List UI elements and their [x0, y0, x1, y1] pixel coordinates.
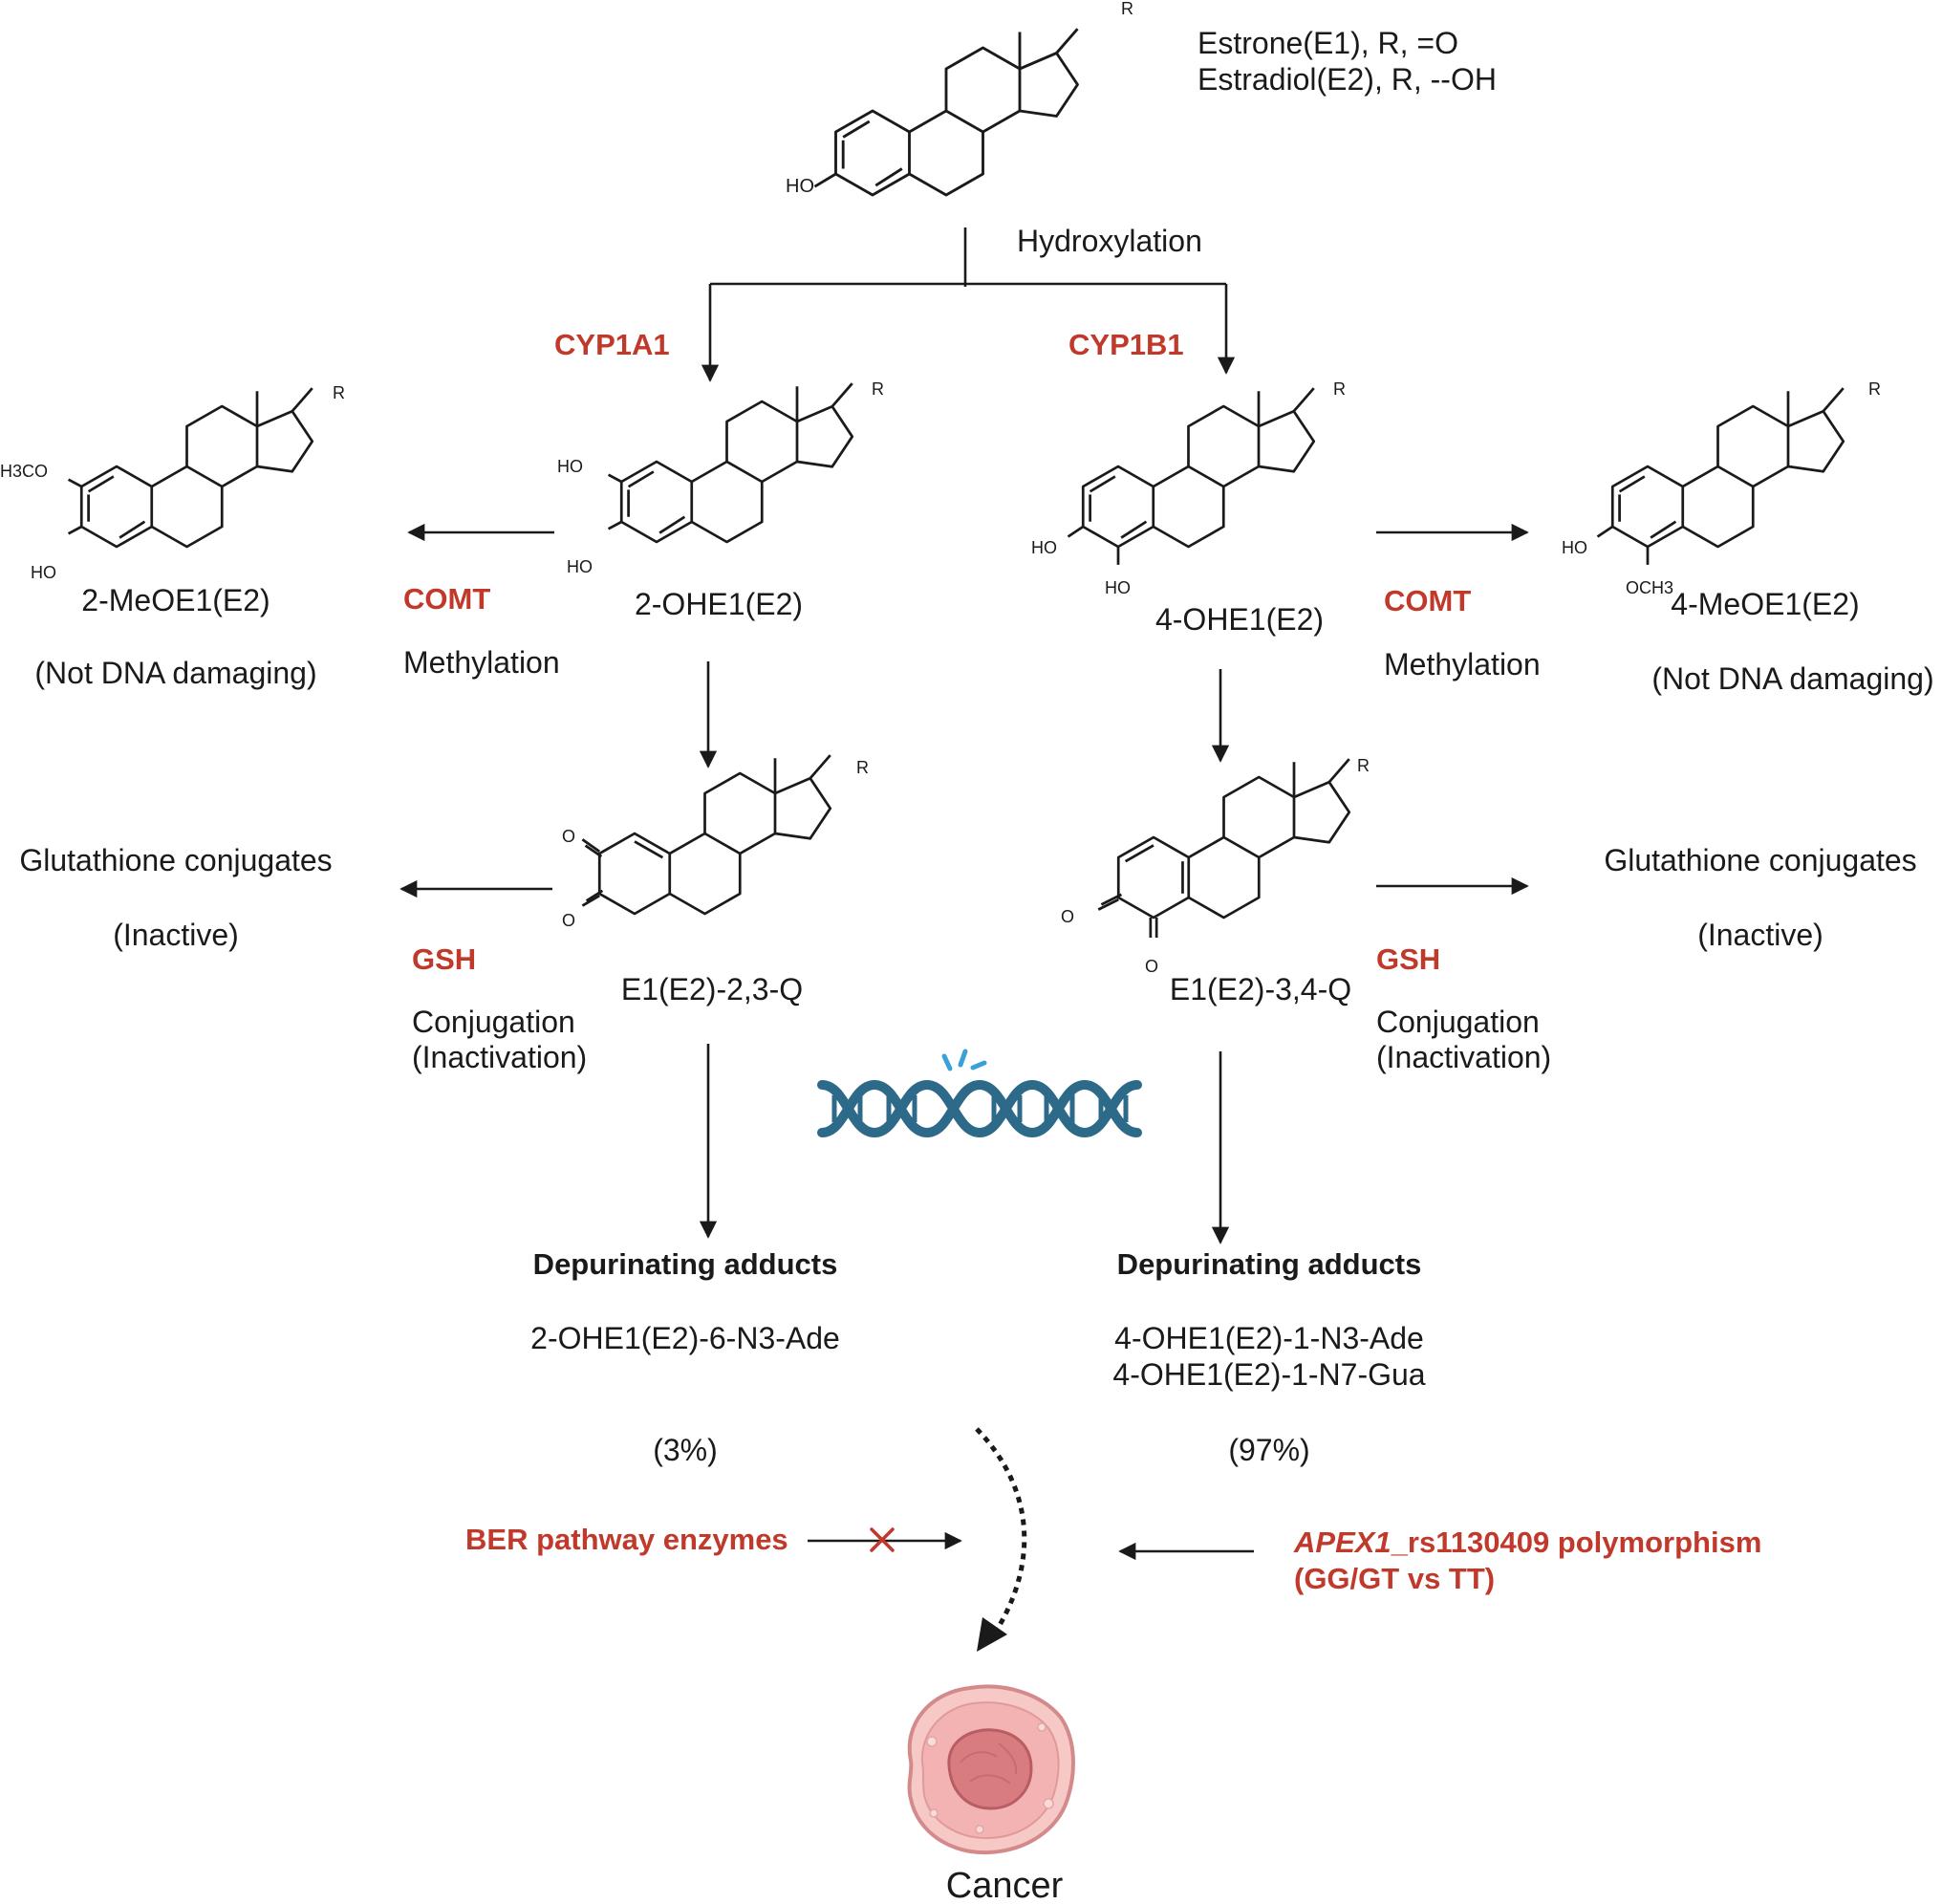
ohe4-ho-bottom-label: HO	[1105, 578, 1131, 597]
ohe2-ho-bottom-label: HO	[567, 557, 593, 576]
glutathione-left-title: Glutathione conjugates	[19, 843, 333, 877]
q34-r-label: R	[1357, 756, 1370, 775]
ohe2-r-label: R	[872, 379, 884, 399]
ohe4-ho-left-label: HO	[1031, 538, 1057, 557]
methylation-right-label: Methylation	[1384, 647, 1541, 682]
meo4-name: 4-MeOE1(E2)	[1671, 587, 1860, 621]
adducts-left-item: 2-OHE1(E2)-6-N3-Ade	[530, 1321, 840, 1355]
q23-o-top-label: O	[562, 827, 576, 846]
adducts-right-pct: (97%)	[1228, 1433, 1310, 1467]
gsh-left-label: GSH	[412, 942, 477, 976]
apex-genotype: (GG/GT vs TT)	[1294, 1562, 1496, 1595]
meo4-note: (Not DNA damaging)	[1651, 661, 1934, 696]
ohe2-ho-top-label: HO	[557, 457, 583, 476]
conjugation-left-label: Conjugation	[412, 1005, 575, 1039]
adducts-left-title: Depurinating adducts	[532, 1247, 838, 1281]
inactivation-left-label: (Inactivation)	[412, 1040, 588, 1074]
q34-o-bottom-label: O	[1145, 957, 1159, 976]
meo2-r-label: R	[333, 383, 345, 402]
conjugation-right-label: Conjugation	[1376, 1005, 1540, 1039]
methylation-left-label: Methylation	[403, 645, 560, 680]
meo4-och3-label: OCH3	[1626, 578, 1674, 597]
meo4-r-label: R	[1868, 379, 1881, 399]
legend-line-estradiol: Estradiol(E2), R, --OH	[1198, 62, 1497, 97]
adducts-left-pct: (3%)	[653, 1433, 718, 1467]
inactivation-right-label: (Inactivation)	[1376, 1040, 1552, 1074]
ohe4-r-label: R	[1333, 379, 1346, 399]
q34-o-left-label: O	[1061, 907, 1075, 926]
meo2-name: 2-MeOE1(E2)	[81, 583, 270, 617]
gsh-right-label: GSH	[1376, 942, 1441, 976]
dna-icon	[817, 1049, 1142, 1138]
ohe2-name: 2-OHE1(E2)	[634, 587, 804, 621]
glutathione-right-note: (Inactive)	[1697, 918, 1823, 952]
q34-name: E1(E2)-3,4-Q	[1169, 972, 1352, 1006]
cyp1b1-label: CYP1B1	[1068, 328, 1184, 361]
hydroxylation-split	[701, 227, 1236, 382]
ohe2-structure	[607, 381, 854, 544]
q34-structure	[1097, 757, 1351, 938]
dotted-arrow-to-cancer	[975, 1427, 1027, 1636]
meo2-ho-label: HO	[31, 563, 56, 582]
adducts-right-item2: 4-OHE1(E2)-1-N7-Gua	[1112, 1357, 1426, 1392]
adducts-right-title: Depurinating adducts	[1116, 1247, 1422, 1281]
cyp1a1-label: CYP1A1	[554, 328, 670, 361]
hydroxylation-label: Hydroxylation	[1017, 224, 1202, 258]
meo2-structure	[67, 386, 314, 549]
meo2-note: (Not DNA damaging)	[34, 656, 317, 690]
parent-estrogen-structure	[813, 27, 1079, 197]
meo4-ho-label: HO	[1562, 538, 1587, 557]
q23-structure	[581, 753, 832, 916]
cancer-cell-icon	[907, 1684, 1075, 1855]
comt-right-label: COMT	[1384, 584, 1472, 617]
glutathione-right-title: Glutathione conjugates	[1604, 843, 1917, 877]
parent-r-label: R	[1121, 0, 1133, 18]
dotted-arrowhead	[977, 1617, 1007, 1652]
legend-line-estrone: Estrone(E1), R, =O	[1198, 26, 1458, 60]
glutathione-left-note: (Inactive)	[113, 918, 239, 952]
comt-left-label: COMT	[403, 582, 491, 616]
q23-o-bottom-label: O	[562, 911, 576, 930]
q23-name: E1(E2)-2,3-Q	[620, 972, 804, 1006]
ohe4-name: 4-OHE1(E2)	[1154, 602, 1325, 637]
parent-ho-label: HO	[786, 176, 814, 197]
adducts-right-item1: 4-OHE1(E2)-1-N3-Ade	[1114, 1321, 1424, 1355]
apex-label: APEX1_rs1130409 polymorphism	[1294, 1525, 1761, 1562]
apex-variant: _rs1130409 polymorphism	[1391, 1525, 1762, 1559]
ohe4-structure	[1067, 386, 1316, 565]
meo4-structure	[1596, 386, 1845, 565]
ber-label: BER pathway enzymes	[465, 1523, 788, 1556]
q23-r-label: R	[856, 758, 869, 777]
block-x-icon	[870, 1527, 895, 1552]
meo2-h3co-label: H3CO	[0, 462, 49, 481]
apex-gene: APEX1	[1294, 1525, 1392, 1559]
cancer-label: Cancer	[945, 1866, 1064, 1904]
